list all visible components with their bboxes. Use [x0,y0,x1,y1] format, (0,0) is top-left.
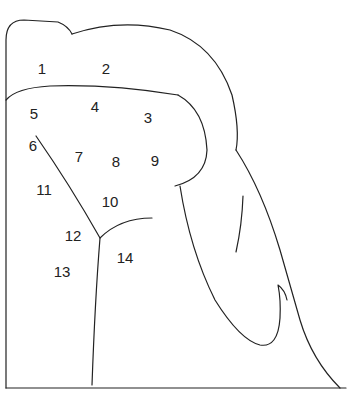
boundary-line [236,196,243,252]
callout-number: 13 [54,264,71,279]
callout-number: 11 [36,182,52,197]
outer-edge [236,150,340,388]
boundary-line [100,218,152,238]
callout-number: 2 [102,61,110,76]
callout-number: 4 [91,99,99,114]
callout-number: 12 [65,228,82,243]
callout-number: 1 [38,61,46,76]
outer-arc [72,25,237,150]
callout-number: 6 [29,138,37,153]
callout-number: 5 [30,106,38,121]
bottom-edge [6,387,346,388]
callout-number: 3 [144,110,152,125]
outer-edge [6,20,72,388]
callout-number: 8 [112,154,120,169]
boundary-line [175,95,207,186]
boundary-line [36,136,100,385]
callout-number: 14 [117,250,134,265]
boundary-line [180,186,287,345]
callout-number: 9 [151,153,159,168]
callout-number: 10 [102,194,119,209]
callout-number: 7 [75,149,83,164]
